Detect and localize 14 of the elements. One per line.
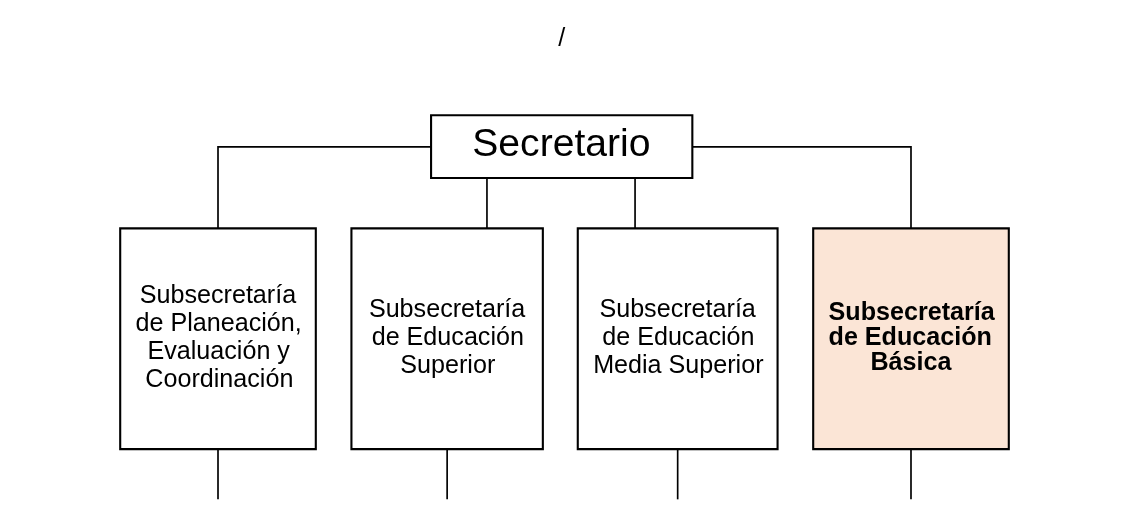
- label: /: [557, 22, 565, 51]
- connector: [216, 448, 219, 500]
- connector: [691, 145, 912, 229]
- node-box: Subsecretaría de Educación Básica: [811, 226, 1010, 450]
- connector: [485, 177, 488, 229]
- node-box: Subsecretaría de Educación Superior: [349, 226, 544, 450]
- connector: [676, 448, 678, 500]
- connector: [445, 448, 448, 500]
- node-box: Subsecretaría de Educación Media Superior: [576, 226, 779, 450]
- connector: [909, 448, 912, 500]
- connector: [216, 145, 432, 229]
- node-box: Subsecretaría de Planeación, Evaluación y Coordinación: [118, 226, 317, 450]
- connector: [633, 177, 636, 229]
- node-box: Secretario: [429, 113, 693, 179]
